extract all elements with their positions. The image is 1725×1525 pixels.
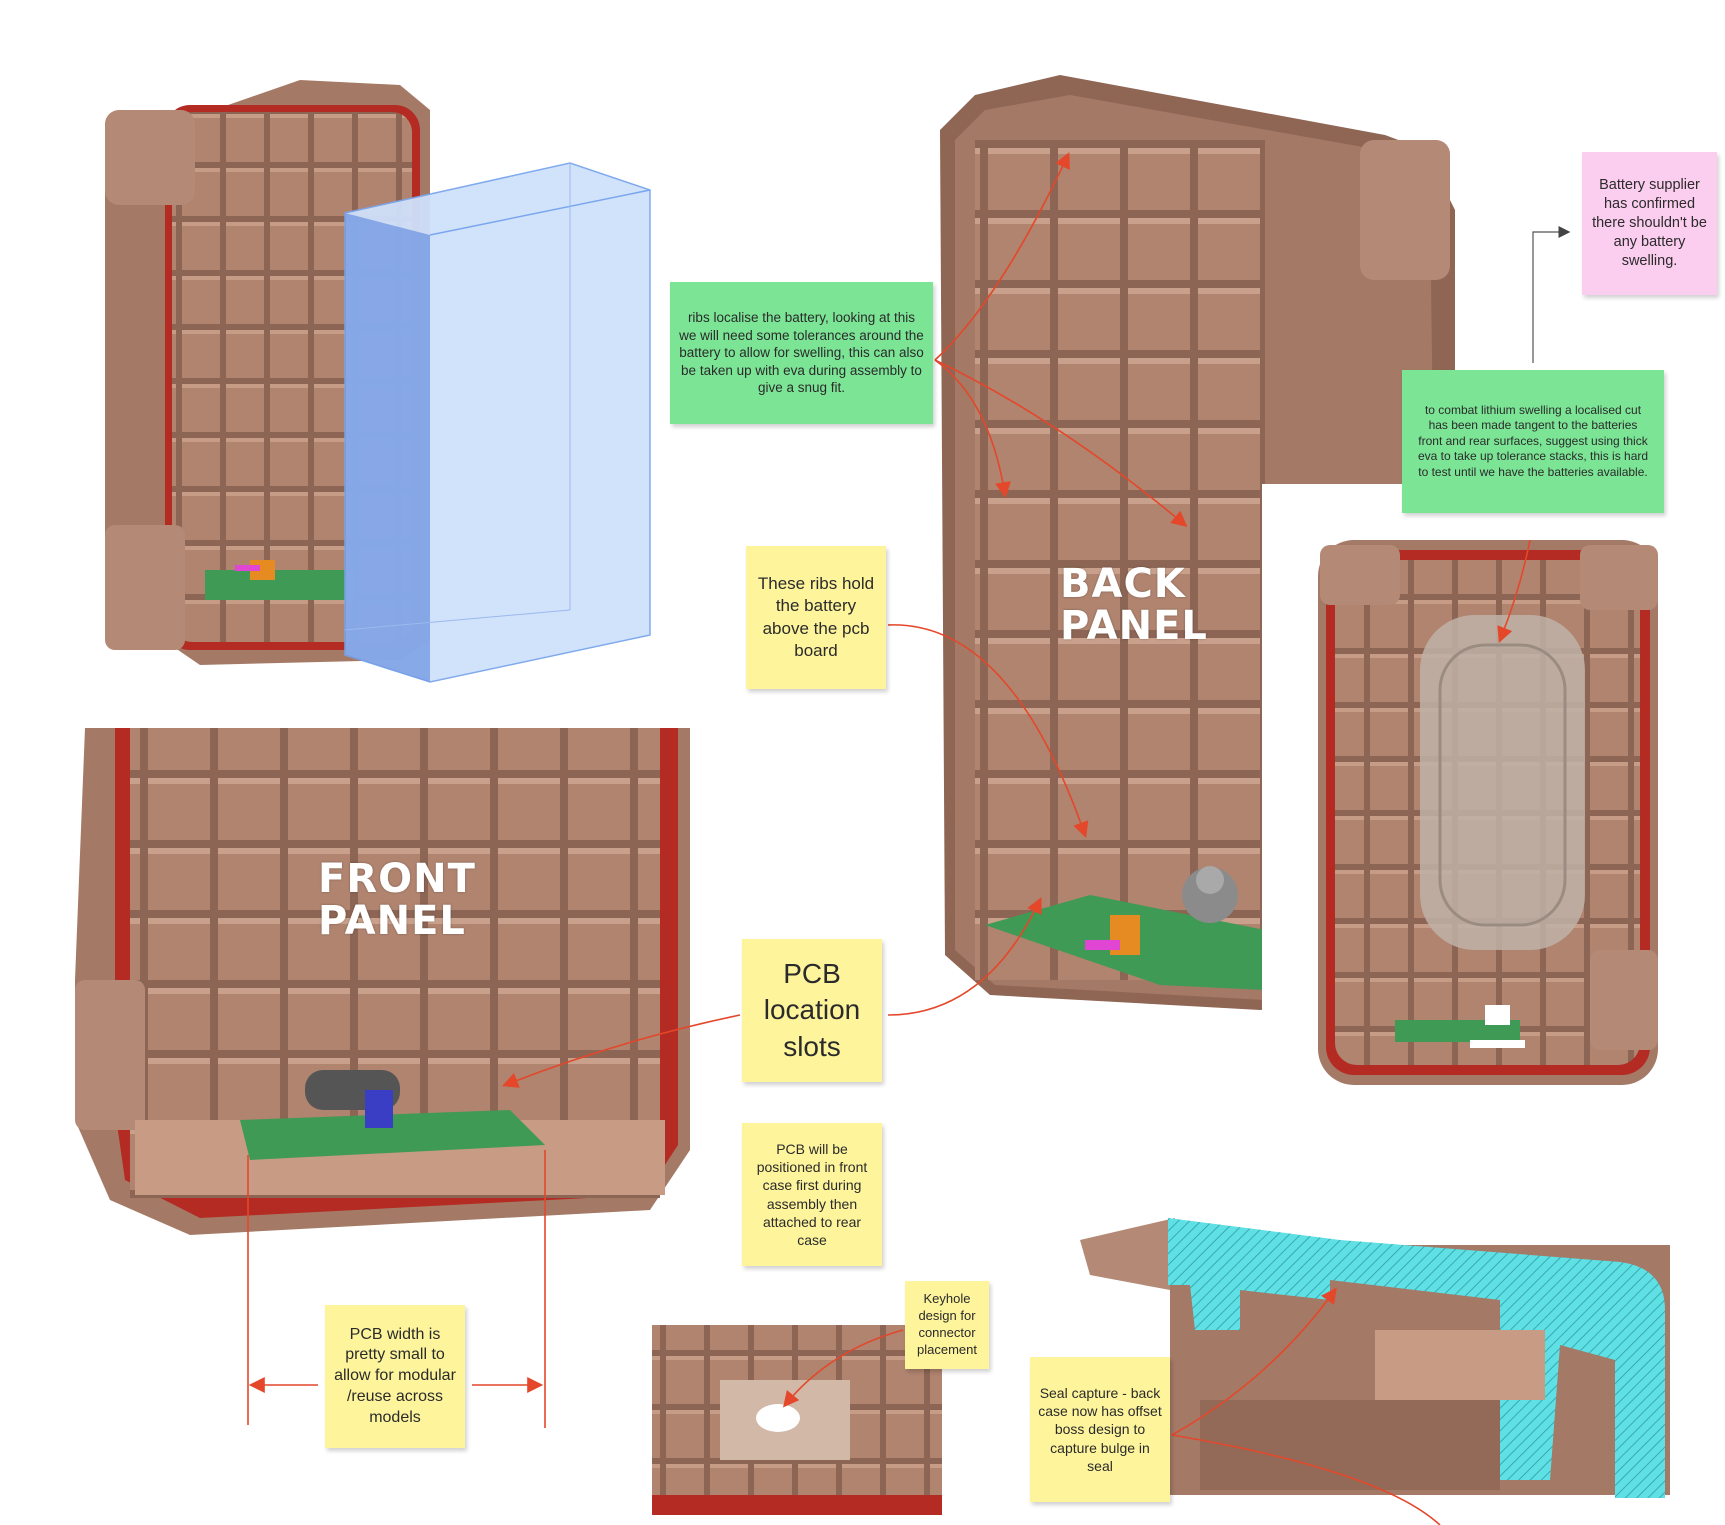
pcb-board: [205, 560, 355, 600]
note-battery-supplier[interactable]: Battery supplier has confirmed there sho…: [1582, 152, 1717, 295]
front-panel-label-line2: PANEL: [318, 898, 466, 944]
back-panel-label-line1: BACK: [1060, 561, 1186, 607]
front-panel-label-line1: FRONT: [318, 856, 476, 902]
battery-cut-view: [1318, 540, 1658, 1085]
note-pcb-width[interactable]: PCB width is pretty small to allow for m…: [325, 1305, 465, 1448]
pcb-board-right: [1395, 1005, 1525, 1048]
keyhole-detail-view: [652, 1325, 942, 1515]
note-seal-capture[interactable]: Seal capture - back case now has offset …: [1030, 1357, 1170, 1502]
pcb-board-back: [985, 866, 1265, 990]
annotation-arrows: [247, 152, 1531, 1525]
pcb-board-front: [240, 1070, 545, 1160]
back-panel-label: BACK PANEL: [1060, 563, 1208, 647]
note-pcb-positioned[interactable]: PCB will be positioned in front case fir…: [742, 1123, 882, 1266]
back-panel-label-line2: PANEL: [1060, 603, 1208, 649]
battery-transparent: [344, 162, 651, 683]
front-panel-view: [75, 728, 690, 1235]
note-ribs-hold-battery[interactable]: These ribs hold the battery above the pc…: [746, 546, 886, 689]
note-keyhole-design[interactable]: Keyhole design for connector placement: [905, 1281, 989, 1369]
front-panel-label: FRONT PANEL: [318, 858, 476, 942]
supplier-connector: [1532, 226, 1571, 363]
seal-section-view: [1080, 1218, 1670, 1498]
case-with-battery-view: [105, 80, 651, 683]
note-lithium-swelling[interactable]: to combat lithium swelling a localised c…: [1402, 370, 1664, 513]
note-pcb-location-slots[interactable]: PCB location slots: [742, 939, 882, 1082]
note-ribs-localise[interactable]: ribs localise the battery, looking at th…: [670, 282, 933, 424]
